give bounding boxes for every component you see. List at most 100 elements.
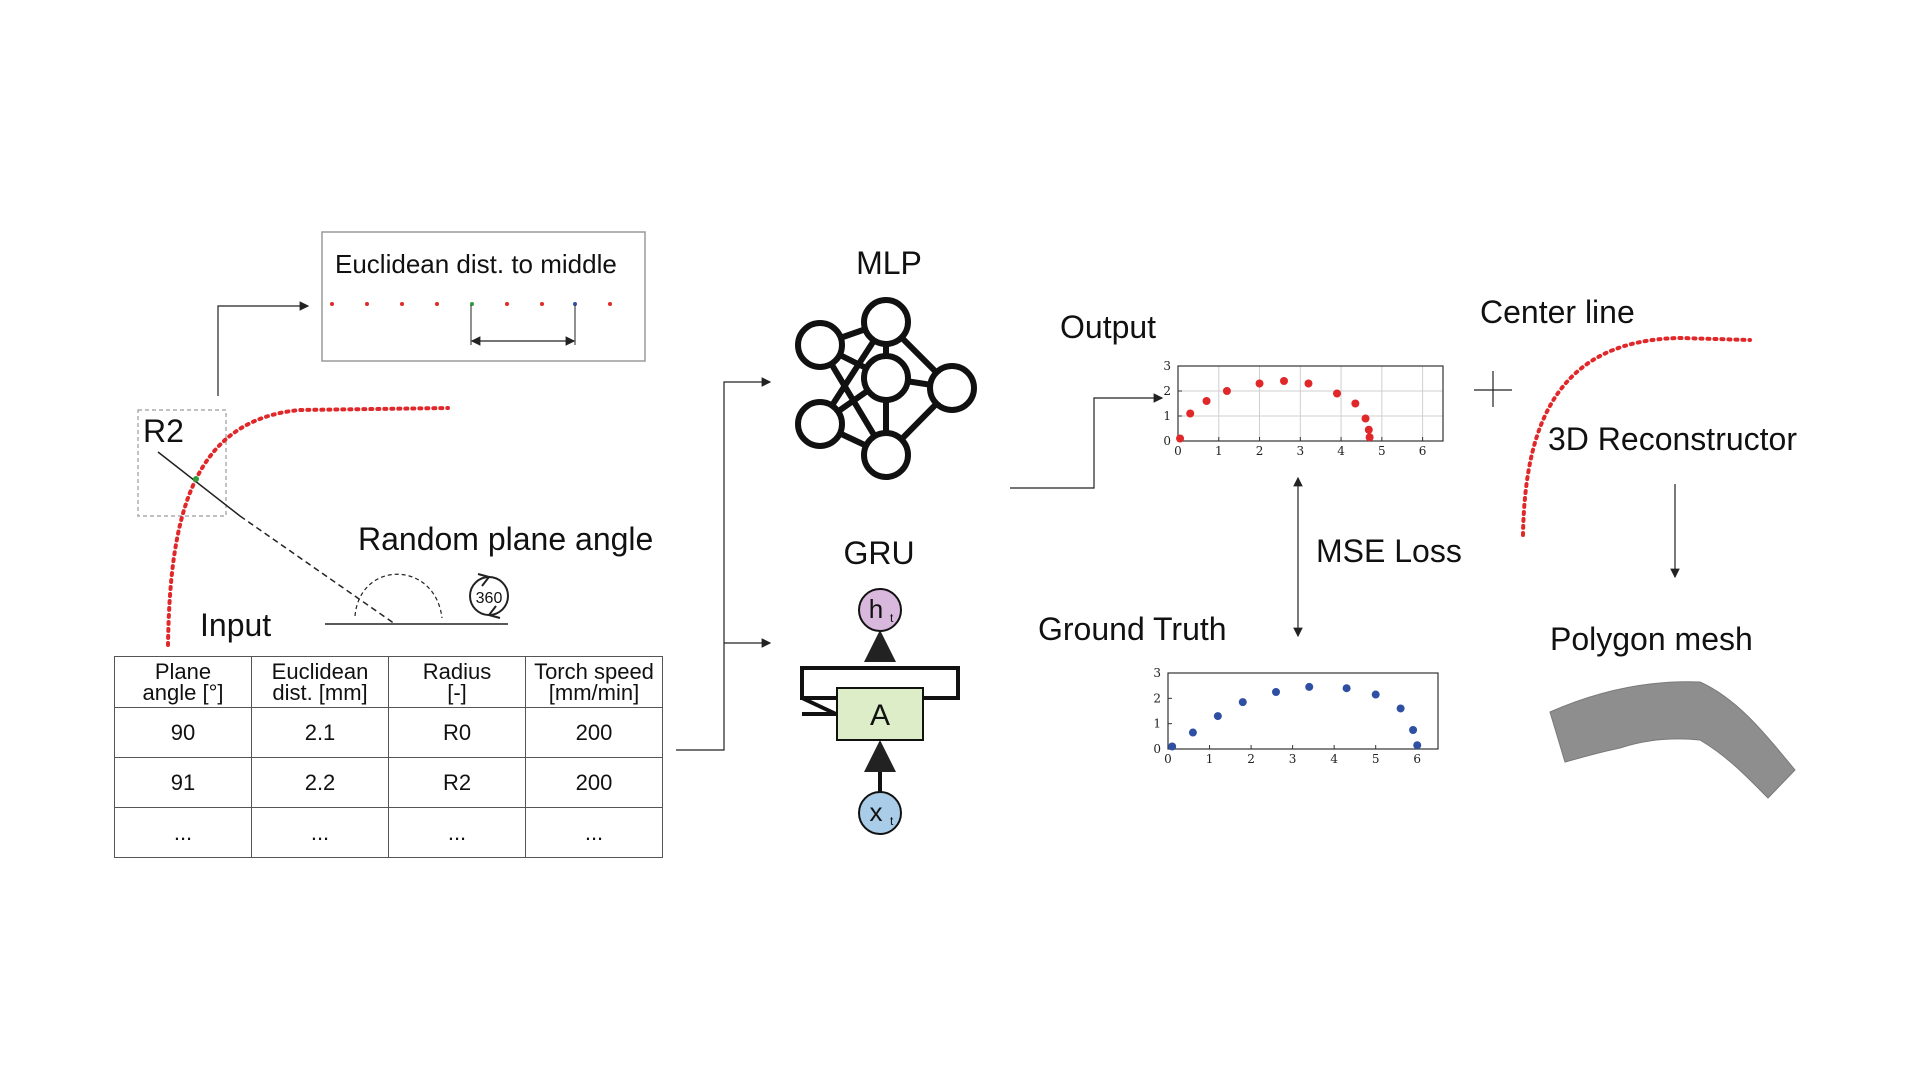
inset-to-euclid-arrow <box>217 301 310 396</box>
polygon-mesh-label: Polygon mesh <box>1550 621 1753 657</box>
table-cell: 2.1 <box>251 707 389 758</box>
table-cell: ... <box>114 807 252 858</box>
input-label: Input <box>200 607 271 643</box>
data-point <box>1361 414 1370 423</box>
data-point <box>1304 379 1313 388</box>
euclid-dot <box>400 302 404 306</box>
header-torch-speed: Torch speed[mm/min] <box>525 656 663 708</box>
chart-frame <box>1167 672 1439 750</box>
y-tick-label: 1 <box>1163 409 1171 423</box>
input-to-models-connector <box>676 377 772 751</box>
euclid-dot-row <box>330 302 612 306</box>
euclid-dot <box>540 302 544 306</box>
euclid-dot <box>608 302 612 306</box>
gru-cell-label: A <box>870 699 890 732</box>
x-tick-label: 0 <box>1164 752 1172 766</box>
output-label: Output <box>1060 309 1156 345</box>
data-point <box>1413 741 1422 750</box>
x-tick-label: 1 <box>1206 752 1214 766</box>
data-point <box>1213 712 1222 721</box>
y-tick-label: 0 <box>1153 742 1161 756</box>
output-chart: 0 1 2 3 4 5 6 0 1 2 3 <box>1163 359 1444 458</box>
y-tick-label: 1 <box>1153 717 1161 731</box>
table-cell: 200 <box>525 757 663 808</box>
plane-intersection-point <box>193 476 199 482</box>
models-to-output-connector <box>1010 393 1164 489</box>
table-cell: 2.2 <box>251 757 389 808</box>
data-point <box>1272 688 1280 696</box>
gru-hidden-node <box>858 588 902 632</box>
y-tick-label: 3 <box>1153 666 1161 680</box>
data-point <box>1186 409 1195 418</box>
chart-frame <box>1177 365 1444 442</box>
table-cell: ... <box>388 807 526 858</box>
gru-input-sub: t <box>890 814 894 828</box>
gru-input-node <box>858 791 902 835</box>
x-tick-label: 4 <box>1337 444 1345 458</box>
rotation-360-icon: 360 <box>469 573 509 619</box>
x-tick-label: 6 <box>1413 752 1421 766</box>
x-tick-label: 4 <box>1330 752 1338 766</box>
plane-line-solid <box>157 451 241 517</box>
euclid-dot <box>435 302 439 306</box>
x-tick-label: 3 <box>1296 444 1304 458</box>
x-tick-label: 3 <box>1289 752 1297 766</box>
gru-cell-box <box>836 687 924 741</box>
x-tick-label: 5 <box>1378 444 1386 458</box>
y-tick-label: 2 <box>1163 384 1171 398</box>
mlp-label: MLP <box>856 245 922 281</box>
x-tick-label: 6 <box>1419 444 1427 458</box>
table-cell: 200 <box>525 707 663 758</box>
data-point <box>1409 726 1418 734</box>
x-tick-label: 0 <box>1174 444 1182 458</box>
data-point <box>1305 682 1314 691</box>
y-tick-label: 0 <box>1163 434 1171 448</box>
gru-hidden-label: h <box>869 594 883 624</box>
gru-hidden-sub: t <box>890 611 894 625</box>
table-cell: ... <box>251 807 389 858</box>
table-row: 90 2.1 R0 200 <box>114 707 663 758</box>
x-tick-label: 1 <box>1215 444 1223 458</box>
euclid-dot <box>365 302 369 306</box>
ground-truth-label: Ground Truth <box>1038 611 1227 647</box>
data-point <box>1255 379 1264 388</box>
data-point <box>1280 377 1288 385</box>
gru-label: GRU <box>843 535 914 571</box>
gru-input-label: x <box>870 797 883 827</box>
euclid-box <box>321 231 646 362</box>
center-line-label: Center line <box>1480 294 1635 330</box>
euclid-dot <box>505 302 509 306</box>
euclid-box-title: Euclidean dist. to middle <box>335 249 617 279</box>
reconstructor-label: 3D Reconstructor <box>1548 421 1797 457</box>
data-point <box>1396 704 1405 713</box>
mse-label: MSE Loss <box>1316 533 1462 569</box>
center-line-curve <box>1521 335 1752 537</box>
x-tick-label: 2 <box>1256 444 1264 458</box>
data-point <box>1364 425 1373 434</box>
mlp-network-icon <box>795 297 977 480</box>
x-tick-label: 5 <box>1372 752 1380 766</box>
data-point <box>1333 389 1341 398</box>
table-cell: 90 <box>114 707 252 758</box>
euclid-dot <box>573 302 577 306</box>
y-tick-label: 3 <box>1163 359 1171 373</box>
table-cell: ... <box>525 807 663 858</box>
data-point <box>1168 742 1177 751</box>
svg-text:360: 360 <box>476 590 503 607</box>
x-tick-label: 2 <box>1247 752 1255 766</box>
euclid-dot <box>330 302 334 306</box>
data-point <box>1365 433 1374 442</box>
table-row: ... ... ... ... <box>114 807 663 858</box>
table-cell: R0 <box>388 707 526 758</box>
random-plane-label: Random plane angle <box>358 521 653 557</box>
header-radius: Radius[-] <box>388 656 526 708</box>
data-point <box>1351 399 1360 408</box>
data-point <box>1202 397 1211 405</box>
data-point <box>1238 698 1247 707</box>
table-cell: 91 <box>114 757 252 808</box>
